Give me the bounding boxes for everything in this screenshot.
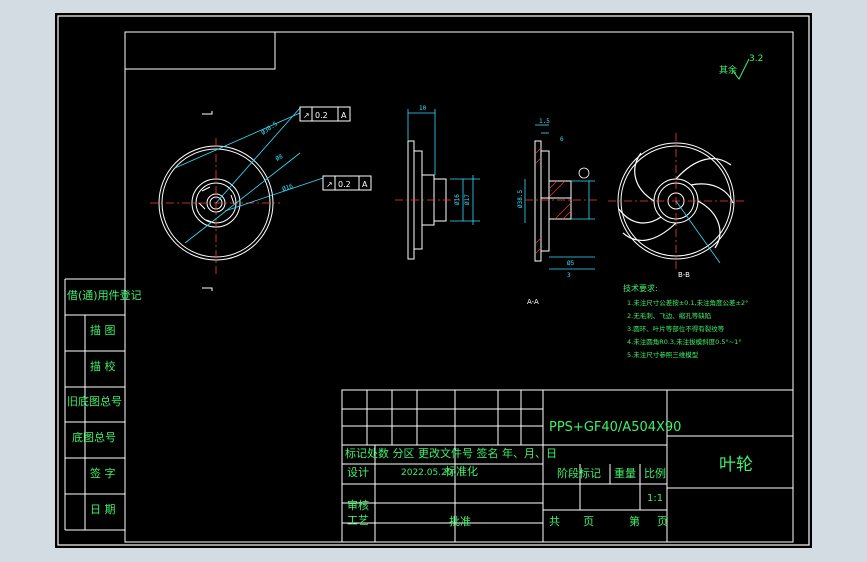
- outer-frame: [57, 15, 810, 546]
- note-item-4: 5.未注尺寸参照三维模型: [627, 350, 699, 359]
- dim-aa-1: 1.5: [539, 118, 550, 125]
- section-bb-centerlines: [608, 133, 745, 269]
- side-label-4: 底图总号: [72, 430, 116, 444]
- note-item-0: 1.未注尺寸公差按±0.1,未注角度公差±2°: [627, 298, 748, 307]
- tol2-ref: A: [362, 180, 368, 189]
- note-item-3: 4.未注圆角R0.3,未注拔模斜度0.5°~1°: [627, 337, 742, 346]
- section-a-a-dims: [524, 124, 595, 270]
- side-label-1: 描 图: [90, 323, 116, 337]
- view-arrow-a-top: [202, 111, 213, 115]
- material-text: PPS+GF40/A504X90: [549, 420, 681, 435]
- dim-aa-4: 3: [567, 272, 571, 279]
- title-block-grid: [341, 389, 794, 543]
- tol1-value: 0.2: [315, 111, 328, 120]
- dim-aa-5: Ø38.5: [517, 190, 524, 208]
- section-hatch: [535, 147, 572, 254]
- notes-title: 技术要求:: [623, 283, 658, 293]
- view-arrow-a-bottom: [202, 287, 213, 291]
- side-label-5: 签 字: [90, 466, 116, 480]
- drawing-sheet: 借(通)用件登记 描 图 描 校 旧底图总号 底图总号 签 字 日 期 PPS+…: [55, 13, 812, 548]
- side-view-dims: [407, 109, 480, 225]
- dim-front-1: Ø8: [275, 153, 285, 163]
- dim-aa-3: Ø5: [567, 260, 575, 267]
- sheet-page-label: 页: [657, 515, 668, 528]
- part-name: 叶轮: [719, 455, 753, 475]
- tol2-symbol: ↗: [326, 180, 333, 189]
- note-item-1: 2.无毛刺、飞边、缩孔等缺陷: [627, 311, 711, 320]
- scale-label: 比例: [644, 466, 666, 480]
- total-label: 共: [549, 515, 560, 528]
- revision-header: 标记处数 分区 更改文件号 签名 年、月、日: [345, 446, 557, 460]
- page-label: 页: [583, 515, 594, 528]
- note-item-2: 3.圆环、叶片等部位不得有裂纹等: [627, 324, 725, 333]
- code-box: [124, 31, 276, 70]
- roughness-note: 其余: [719, 64, 737, 76]
- impeller-blades: [618, 152, 734, 249]
- process-label: 工艺: [347, 514, 369, 527]
- tol2-value: 0.2: [338, 180, 351, 189]
- front-view-centerlines: [150, 138, 280, 275]
- tol1-symbol: ↗: [303, 111, 310, 120]
- design-date: 2022.05.20: [401, 468, 453, 478]
- section-a-a: [534, 140, 572, 262]
- standardize-label: 标准化: [445, 464, 478, 478]
- tolerance-frame-2: [322, 175, 372, 191]
- section-aa-label: A-A: [527, 298, 539, 306]
- scale-value: 1:1: [647, 493, 663, 504]
- side-label-2: 描 校: [90, 359, 116, 373]
- review-label: 审核: [347, 498, 369, 512]
- stage-label: 阶段标记: [557, 466, 601, 480]
- tolerance-frame-1: [299, 106, 351, 122]
- dim-side-d1: Ø16: [454, 194, 461, 205]
- side-label-6: 日 期: [90, 503, 116, 516]
- drawing-canvas: 借(通)用件登记 描 图 描 校 旧底图总号 底图总号 签 字 日 期 PPS+…: [57, 15, 810, 546]
- side-label-0: 借(通)用件登记: [67, 288, 142, 302]
- design-label: 设计: [347, 466, 369, 479]
- dim-side-width: 10: [419, 105, 427, 112]
- roughness-symbol: [732, 58, 750, 80]
- datum-a-marker: [578, 167, 590, 179]
- front-view-leaders: [174, 107, 324, 244]
- dim-aa-2: 6: [560, 136, 564, 143]
- dim-side-d2: Ø17: [464, 194, 471, 205]
- section-bb-label: B-B: [678, 271, 690, 279]
- weight-label: 重量: [614, 466, 636, 480]
- section-bb-leader: [675, 200, 721, 264]
- approve-label: 批准: [449, 514, 471, 528]
- side-table: [64, 278, 125, 531]
- tol1-ref: A: [341, 111, 347, 120]
- dim-front-2: Ø16: [281, 183, 294, 193]
- roughness-value: 3.2: [749, 54, 763, 64]
- sheet-label: 第: [629, 514, 640, 528]
- side-label-3: 旧底图总号: [67, 394, 122, 408]
